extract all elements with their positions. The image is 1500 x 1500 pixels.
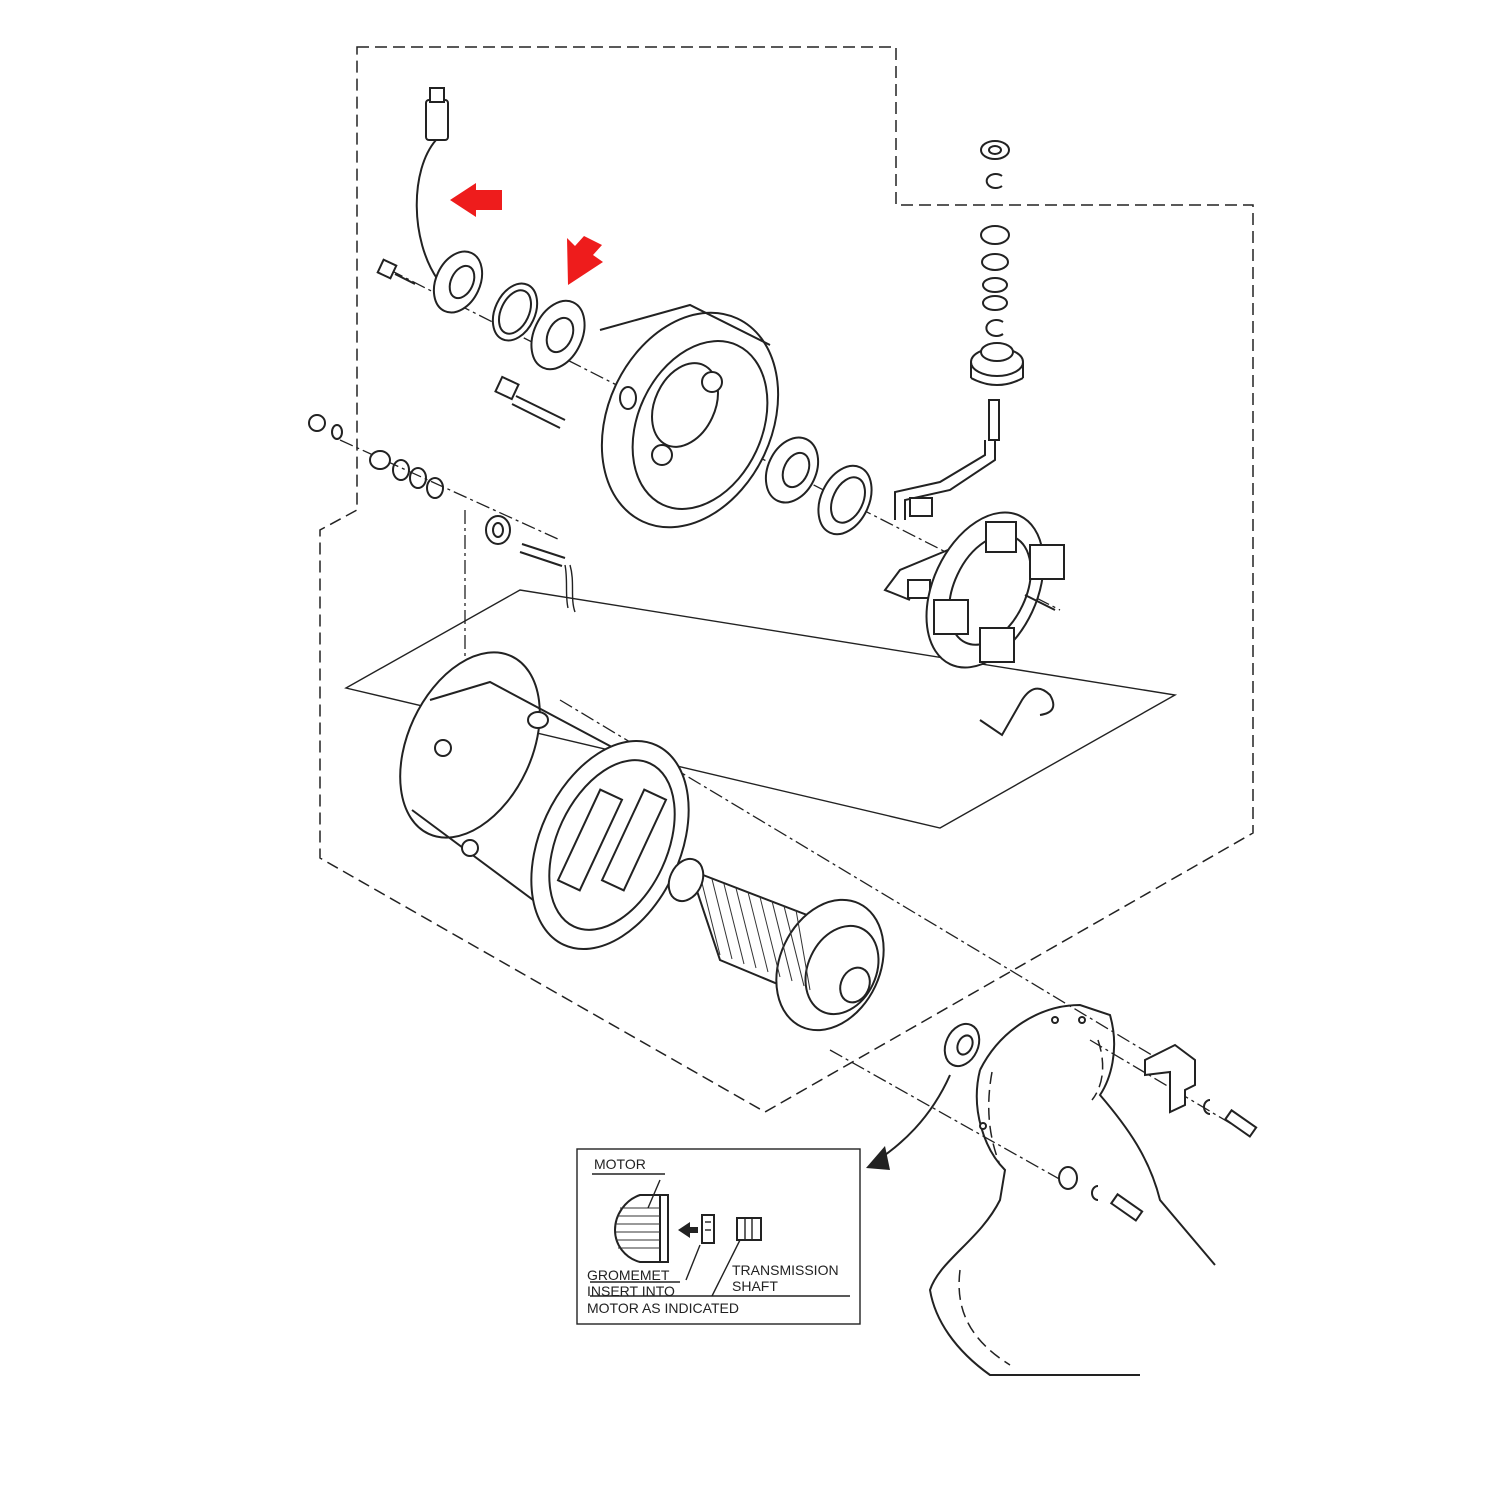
inset-shaft-label-line1: TRANSMISSION [732,1262,839,1278]
transaxle-housing [928,1003,1216,1376]
inset-callout-box: MOTOR GROMEMET TRANSMISSION SHAFT INSERT… [576,1148,861,1325]
speed-sensor [415,87,484,314]
end-cap-housing [599,303,780,529]
inset-motor-detail [613,1179,669,1263]
inset-grommet-label: GROMEMET [587,1267,670,1283]
inset-grommet [701,1214,715,1244]
grommet [943,1022,981,1068]
red-arrow-left-icon [450,183,502,217]
inset-arrow-icon [678,1222,698,1238]
bearing-retainer [530,299,586,371]
motor-housing [399,651,690,950]
armature [667,857,885,1032]
inset-shaft [711,1217,762,1297]
field-terminal-hardware [308,414,576,613]
o-ring [491,282,539,342]
brush-spring [979,687,1055,737]
inset-instruction-line2: MOTOR AS INDICATED [587,1300,739,1316]
red-arrow-down-icon [567,236,603,285]
brush-plate-outline [344,589,1178,829]
inset-shaft-label-line2: SHAFT [732,1278,778,1294]
inset-instruction-line1: INSERT INTO [587,1283,675,1299]
black-arrow-icon [877,1074,951,1161]
through-bolt [494,375,566,429]
dashed-assembly-boundary [319,46,1254,1113]
brush-plate-assembly [883,440,1065,669]
terminal-hardware-stack [970,140,1024,441]
shaft-bearing [764,436,820,504]
housing-fasteners [1058,1166,1144,1222]
shaft-seal [817,464,873,536]
mounting-bracket [1144,1043,1258,1138]
inset-motor-label: MOTOR [594,1156,646,1172]
sensor-bolt [376,258,416,285]
